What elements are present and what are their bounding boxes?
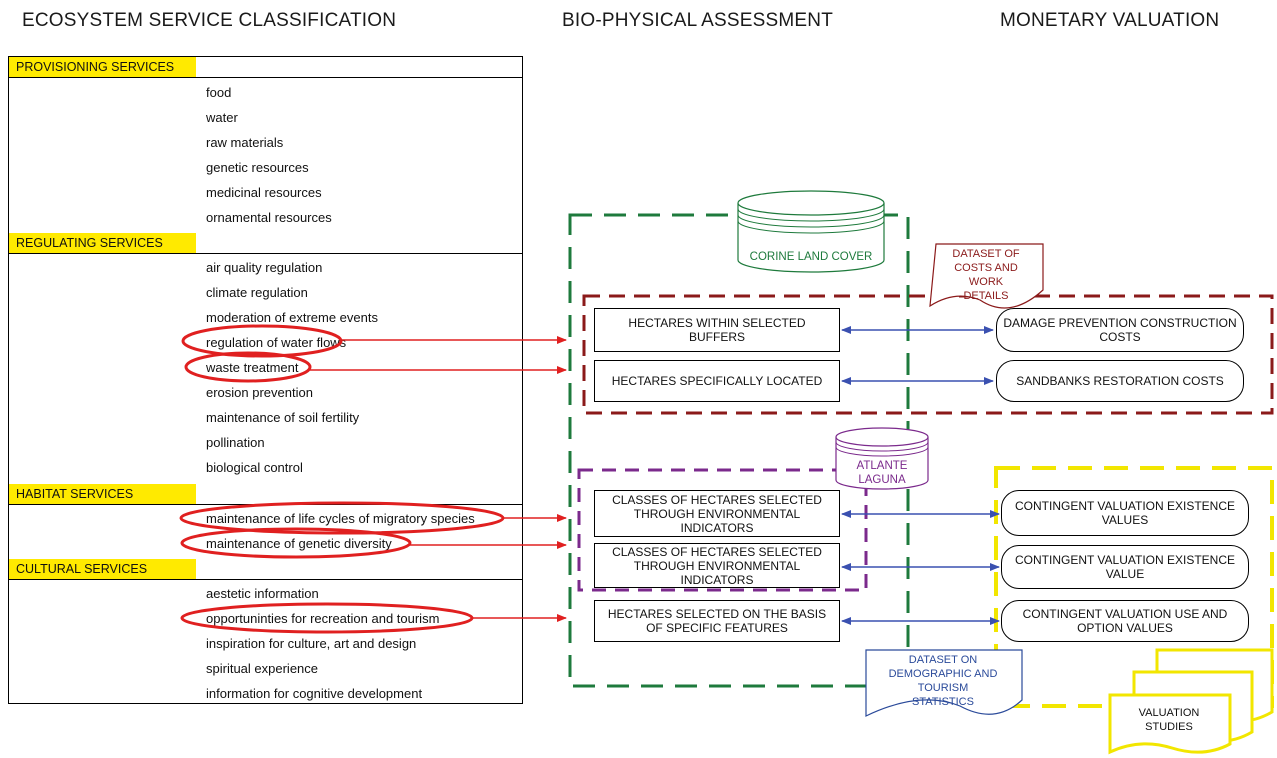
category-regulating: REGULATING SERVICES bbox=[9, 233, 196, 253]
corine-database-icon bbox=[737, 190, 885, 273]
demographic-label-4: STATISTICS bbox=[912, 696, 974, 708]
valuation-box-sandbanks: SANDBANKS RESTORATION COSTS bbox=[996, 360, 1244, 402]
divider bbox=[9, 77, 522, 78]
service-item: information for cognitive development bbox=[206, 686, 423, 701]
valuation-box-existence-values: CONTINGENT VALUATION EXISTENCE VALUES bbox=[1001, 490, 1249, 536]
service-item: moderation of extreme events bbox=[206, 310, 378, 325]
demographic-label-3: TOURISM bbox=[918, 682, 969, 694]
service-item-waste-treatment: waste treatment bbox=[206, 360, 299, 375]
service-item: spiritual experience bbox=[206, 661, 319, 676]
service-item-recreation: opportuninties for recreation and touris… bbox=[206, 611, 440, 626]
demographic-label-1: DATASET ON bbox=[909, 654, 978, 666]
classification-table: PROVISIONING SERVICES food water raw mat… bbox=[8, 56, 523, 704]
costs-label-4: DETAILS bbox=[963, 290, 1008, 302]
valuation-box-use-option: CONTINGENT VALUATION USE AND OPTION VALU… bbox=[1001, 600, 1249, 642]
costs-label-3: WORK bbox=[969, 276, 1004, 288]
service-item: genetic resources bbox=[206, 160, 309, 175]
service-item: raw materials bbox=[206, 135, 284, 150]
atlante-label-line1: ATLANTE bbox=[857, 460, 908, 472]
valuation-box-existence-value: CONTINGENT VALUATION EXISTENCE VALUE bbox=[1001, 545, 1249, 589]
service-item-migratory: maintenance of life cycles of migratory … bbox=[206, 511, 475, 526]
category-cultural: CULTURAL SERVICES bbox=[9, 559, 196, 579]
divider bbox=[9, 253, 522, 254]
service-item: inspiration for culture, art and design bbox=[206, 636, 417, 651]
assessment-box-indicators-1: CLASSES OF HECTARES SELECTED THROUGH ENV… bbox=[594, 490, 840, 537]
assessment-box-features: HECTARES SELECTED ON THE BASIS OF SPECIF… bbox=[594, 600, 840, 642]
service-item-genetic-diversity: maintenance of genetic diversity bbox=[206, 536, 392, 551]
header-classification: ECOSYSTEM SERVICE CLASSIFICATION bbox=[22, 10, 397, 31]
service-item: water bbox=[206, 110, 238, 125]
valuation-studies-icon bbox=[1108, 648, 1274, 755]
service-item: erosion prevention bbox=[206, 385, 313, 400]
atlante-label-line2: LAGUNA bbox=[858, 474, 906, 486]
service-item: maintenance of soil fertility bbox=[206, 410, 360, 425]
service-item: aestetic information bbox=[206, 586, 319, 601]
corine-label: CORINE LAND COVER bbox=[750, 251, 873, 263]
divider bbox=[9, 579, 522, 580]
category-provisioning: PROVISIONING SERVICES bbox=[9, 57, 196, 77]
assessment-box-located: HECTARES SPECIFICALLY LOCATED bbox=[594, 360, 840, 402]
service-item: ornamental resources bbox=[206, 210, 332, 225]
service-item: climate regulation bbox=[206, 285, 308, 300]
costs-document-icon bbox=[929, 243, 1044, 309]
demographic-label-2: DEMOGRAPHIC AND bbox=[889, 668, 998, 680]
valuation-label-2: STUDIES bbox=[1145, 721, 1193, 733]
costs-label-1: DATASET OF bbox=[952, 248, 1020, 260]
assessment-box-indicators-2: CLASSES OF HECTARES SELECTED THROUGH ENV… bbox=[594, 543, 840, 588]
atlante-database-icon bbox=[835, 427, 929, 490]
service-item: biological control bbox=[206, 460, 303, 475]
category-habitat: HABITAT SERVICES bbox=[9, 484, 196, 504]
service-item: air quality regulation bbox=[206, 260, 323, 275]
service-item: medicinal resources bbox=[206, 185, 322, 200]
valuation-label-1: VALUATION bbox=[1139, 707, 1200, 719]
valuation-box-damage: DAMAGE PREVENTION CONSTRUCTION COSTS bbox=[996, 308, 1244, 352]
header-biophysical: BIO-PHYSICAL ASSESSMENT bbox=[562, 10, 834, 31]
service-item: pollination bbox=[206, 435, 265, 450]
assessment-box-buffers: HECTARES WITHIN SELECTED BUFFERS bbox=[594, 308, 840, 352]
demographic-document-icon bbox=[865, 649, 1023, 717]
service-item: food bbox=[206, 85, 232, 100]
divider bbox=[9, 504, 522, 505]
service-item-water-flows: regulation of water flows bbox=[206, 335, 347, 350]
header-monetary: MONETARY VALUATION bbox=[1000, 10, 1220, 31]
costs-label-2: COSTS AND bbox=[954, 262, 1018, 274]
